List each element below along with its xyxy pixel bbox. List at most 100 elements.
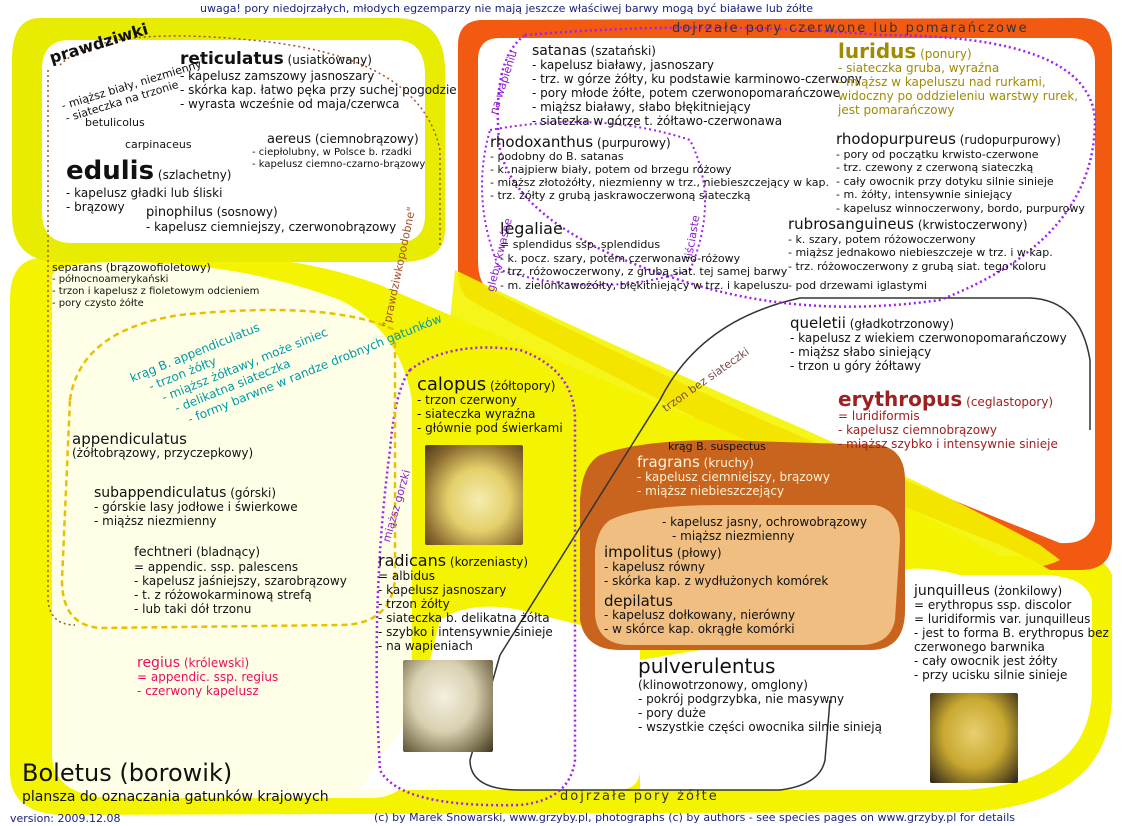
aereus-line-1: - ciepłolubny, w Polsce b. rzadki	[252, 147, 412, 158]
edulis-entry: edulis (szlachetny) - kapelusz gładki lu…	[66, 156, 232, 214]
rubrosanguineus-line-1: - k. szary, potem różowoczerwony	[788, 232, 976, 246]
erythropus-entry: erythropus (ceglastopory) = luridiformis…	[838, 389, 1058, 451]
suspectus-group-label: krąg B. suspectus	[668, 440, 766, 453]
rubrosanguineus-line-2: - miąższ jednakowo niebieszczeje w trz. …	[788, 246, 1053, 259]
rubrosanguineus-name: rubrosanguineus	[788, 215, 914, 233]
junquilleus-common: (żonkilowy)	[993, 584, 1063, 598]
subappendiculatus-common: (górski)	[230, 486, 276, 500]
prawdziwki-inner	[42, 40, 425, 243]
depilatus-name: depilatus	[604, 592, 674, 610]
satanas-line-2: - trz. w górze żółty, ku podstawie karmi…	[532, 72, 863, 86]
rhodoxanthus-dotted	[481, 121, 706, 286]
luridus-line-4: jest pomarańczowy	[838, 103, 955, 117]
rubrosanguineus-line-5: - pod drzewami iglastymi	[788, 279, 927, 292]
legaliae-line-3: - trz. różowoczerwony, z grubą siat. tej…	[500, 265, 788, 278]
junquilleus-entry: junquilleus (żonkilowy) = erythropus ssp…	[914, 584, 1109, 682]
prawdziwkopodobne-dotted-left	[47, 70, 76, 626]
yellow-pores-label: dojrzałe pory żółte	[560, 789, 719, 804]
queletii-entry: queletii (gładkotrzonowy) - kapelusz z w…	[790, 314, 1067, 374]
prawdziwkopodobne-dotted	[59, 35, 441, 245]
rhodopurpureus-line-1: - pory od początku krwisto-czerwone	[836, 147, 1039, 161]
credits-label: (c) by Marek Snowarski, www.grzyby.pl, p…	[374, 811, 1016, 824]
radicans-line-6: - na wapieniach	[378, 639, 473, 653]
rhodopurpureus-common: (rudopurpurowy)	[959, 133, 1061, 147]
reticulatus-line-3: - wyrasta wcześnie od maja/czerwca	[180, 97, 400, 111]
luridus-entry: luridus (ponury) - siateczka gruba, wyra…	[838, 41, 1079, 117]
fechtneri-name: fechtneri	[134, 545, 193, 560]
luridus-line-3: widoczny po oddzieleniu warstwy rurek,	[838, 89, 1079, 103]
queletii-common: (gładkotrzonowy)	[849, 317, 955, 331]
erythropus-common: (ceglastopory)	[966, 395, 1054, 409]
appendiculatus-dashed	[60, 308, 397, 630]
separans-name: separans	[52, 261, 103, 274]
chart-subtitle: plansza do oznaczania gatunków krajowych	[22, 789, 329, 805]
separans-line-3: - pory czysto żółte	[52, 298, 144, 309]
queletii-name: queletii	[790, 314, 846, 332]
regius-common: (królewski)	[183, 656, 250, 670]
calopus-photo	[425, 445, 523, 545]
impolitus-group: - kapelusz jasny, ochrowobrązowy - miążs…	[662, 515, 867, 543]
subappendiculatus-name: subappendiculatus	[94, 485, 227, 501]
luridus-common: (ponury)	[920, 47, 972, 61]
queletii-line-2: - miąższ słabo siniejący	[790, 345, 932, 359]
red-pores-label: dojrzałe pory czerwone lub pomarańczowe	[672, 21, 1029, 36]
queletii-line-1: - kapelusz z wiekiem czerwonopomarańczow…	[790, 331, 1067, 345]
separans-common: (brązowofioletowy)	[105, 261, 211, 274]
carpinaceus-label: carpinaceus	[125, 138, 192, 151]
queletii-outline	[499, 297, 1091, 656]
depilatus-line-1: - kapelusz dołkowany, nierówny	[604, 608, 796, 622]
impolitus-region	[595, 505, 900, 645]
pulverulentus-common: (klinowotrzonowy, omglony)	[638, 678, 808, 692]
junquilleus-photo	[930, 693, 1018, 783]
erythropus-line-1: = luridiformis	[838, 409, 920, 423]
rhodoxanthus-name: rhodoxanthus	[490, 133, 594, 151]
legaliae-line-2: - k. pocz. szary, potem czerwonawo-różow…	[500, 251, 741, 265]
rhodopurpureus-name: rhodopurpureus	[836, 130, 956, 148]
pulverulentus-line-2: - pory duże	[638, 706, 706, 720]
impolitus-name: impolitus	[604, 543, 674, 561]
luridus-line-2: - miąższ w kapeluszu nad rurkami,	[838, 75, 1046, 89]
legaliae-entry: legaliae = splendidus ssp. splendidus - …	[500, 220, 789, 292]
queletii-line-3: - trzon u góry żółtawy	[790, 359, 922, 373]
regius-line-1: = appendic. ssp. regius	[137, 670, 279, 684]
pulverulentus-name: pulverulentus	[638, 654, 776, 678]
luridus-name: luridus	[838, 39, 917, 63]
pinophilus-line-1: - kapelusz ciemniejszy, czerwonobrązowy	[146, 220, 397, 234]
junquilleus-line-4: czerwonego barwnika	[914, 640, 1045, 654]
fechtneri-line-1: = appendic. ssp. palescens	[134, 560, 299, 574]
pinophilus-name: pinophilus	[146, 205, 213, 220]
rhodopurpureus-line-2: - trz. czewony z czerwoną siateczką	[836, 161, 1034, 174]
satanas-entry: satanas (szatański) - kapelusz białawy, …	[532, 44, 862, 128]
pulverulentus-line-3: - wszystkie części owocnika silnie sinie…	[638, 720, 882, 734]
separans-entry: separans (brązowofioletowy) - północnoam…	[52, 262, 259, 310]
pulverulentus-line-1: - pokrój podgrzybka, nie masywny	[638, 692, 845, 706]
satanas-name: satanas	[532, 43, 587, 59]
legaliae-line-4: - m. zielonkawożółty, błękitniejący w tr…	[500, 278, 789, 292]
satanas-common: (szatański)	[590, 44, 656, 58]
betulicolus-label: betulicolus	[85, 116, 145, 129]
radicans-line-1: = albidus	[378, 569, 435, 583]
satanas-line-4: - miąższ białawy, słabo błękitniejący	[532, 100, 751, 114]
satanas-line-3: - pory młode żółte, potem czerwonopomara…	[532, 86, 841, 100]
satanas-line-5: - siatezka w górze t. żółtawo-czerwonawa	[532, 114, 783, 128]
legaliae-line-1: = splendidus ssp. splendidus	[500, 238, 661, 251]
red-pores-inner	[478, 38, 1095, 544]
calopus-name: calopus	[417, 374, 487, 395]
fragrans-line-2: - miąższ niebieszczejący	[637, 484, 785, 498]
version-label: version: 2009.12.08	[10, 812, 121, 825]
rhodopurpureus-entry: rhodopurpureus (rudopurpurowy) - pory od…	[836, 130, 1085, 215]
reticulatus-name: reticulatus	[180, 49, 284, 69]
fechtneri-line-3: - t. z różowokarminową strefą	[134, 588, 312, 602]
rhodoxanthus-line-3: - miąższ złotożółty, niezmienny w trz., …	[490, 176, 829, 189]
fechtneri-common: (bladnący)	[196, 545, 261, 559]
radicans-line-3: - trzon żółty	[378, 597, 450, 611]
radicans-line-5: - szybko i intensywnie sinieje	[378, 625, 553, 639]
legaliae-name: legaliae	[500, 219, 563, 238]
subappendiculatus-line-2: - miąższ niezmienny	[94, 514, 217, 528]
queletii-outline-lower	[469, 654, 831, 791]
appendiculatus-common: (żółtobrązowy, przyczepkowy)	[72, 446, 254, 460]
fragrans-entry: fragrans (kruchy) - kapelusz ciemniejszy…	[637, 455, 830, 499]
yellow-diagonal-band	[450, 270, 1060, 568]
header-note: uwaga! pory niedojrzałych, młodych egzem…	[200, 2, 813, 15]
rubrosanguineus-line-3: - trz. różowoczerwony z grubą siat. tego…	[788, 259, 1047, 273]
